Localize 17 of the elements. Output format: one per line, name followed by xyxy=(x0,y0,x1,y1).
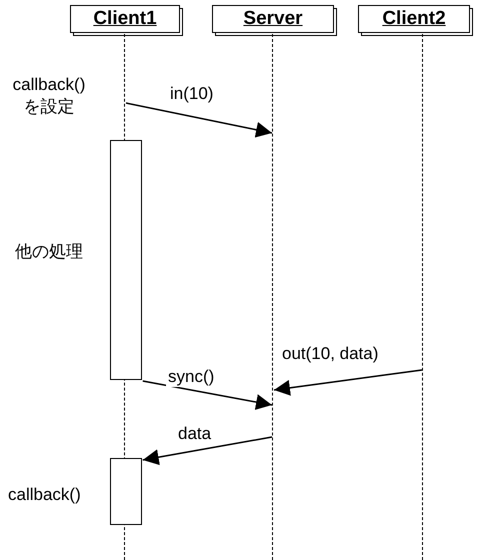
note-text: 他の処理 xyxy=(15,241,83,263)
note-text: callback() xyxy=(8,485,81,505)
edge-label: out(10, data) xyxy=(280,344,380,364)
arrow xyxy=(142,436,272,466)
arrow xyxy=(126,102,272,138)
arrow xyxy=(142,380,272,410)
participant-box: Client2 xyxy=(358,5,470,33)
edge-label: sync() xyxy=(166,367,216,387)
activation-bar xyxy=(110,140,142,380)
participant-box: Client1 xyxy=(70,5,180,33)
arrow xyxy=(274,369,422,396)
lifeline xyxy=(422,34,424,560)
participant-box: Server xyxy=(212,5,334,33)
note-text: callback()を設定 xyxy=(12,74,86,118)
activation-bar xyxy=(110,458,142,525)
lifeline xyxy=(272,34,274,560)
edge-label: in(10) xyxy=(168,84,216,104)
